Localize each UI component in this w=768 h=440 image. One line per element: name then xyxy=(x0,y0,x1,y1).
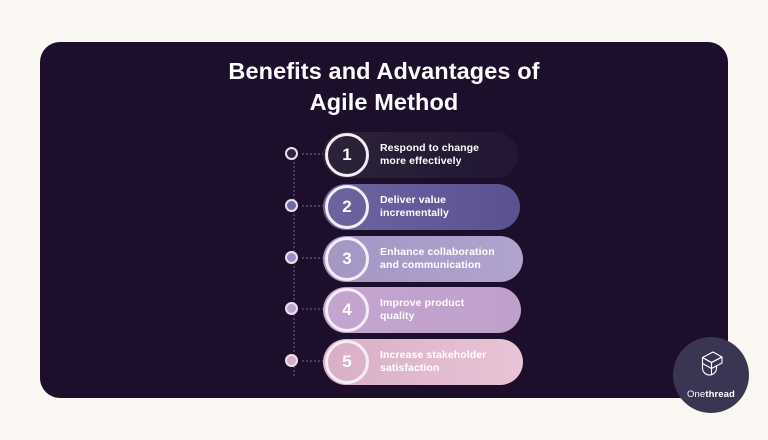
benefit-label: Respond to change more effectively xyxy=(380,132,479,178)
timeline-dot xyxy=(285,302,298,315)
benefit-number: 2 xyxy=(325,185,369,229)
benefit-label-line-1: Deliver value xyxy=(380,193,447,206)
benefit-label-line-2: quality xyxy=(380,310,415,322)
logo-word-one: One xyxy=(687,389,706,400)
timeline-spine xyxy=(293,154,295,376)
benefit-label-line-2: more effectively xyxy=(380,155,462,167)
timeline-dot xyxy=(285,147,298,160)
timeline-dot xyxy=(285,251,298,264)
benefit-label-line-2: satisfaction xyxy=(380,362,440,374)
timeline-connector xyxy=(302,360,324,362)
benefit-label: Improve product quality xyxy=(380,287,464,333)
logo-word-thread: thread xyxy=(705,389,735,400)
logo-wordmark: Onethread xyxy=(687,389,735,400)
benefit-label: Deliver value incrementally xyxy=(380,184,449,230)
page-title: Benefits and Advantages of Agile Method xyxy=(40,56,728,118)
benefit-label-line-2: incrementally xyxy=(380,207,449,219)
timeline-connector xyxy=(302,308,324,310)
benefit-number: 5 xyxy=(325,340,369,384)
benefit-label-line-1: Increase stakeholder xyxy=(380,348,487,361)
benefit-label-line-1: Respond to change xyxy=(380,141,480,154)
timeline-connector xyxy=(302,153,324,155)
benefit-label: Increase stakeholder satisfaction xyxy=(380,339,486,385)
benefit-label-line-1: Improve product xyxy=(380,296,465,309)
timeline-connector xyxy=(302,257,324,259)
benefit-number: 3 xyxy=(325,237,369,281)
benefit-label: Enhance collaboration and communication xyxy=(380,236,495,282)
benefit-number: 4 xyxy=(325,288,369,332)
content-panel: Benefits and Advantages of Agile Method … xyxy=(40,42,728,398)
page-title-line-2: Agile Method xyxy=(309,89,459,115)
timeline-dot xyxy=(285,354,298,367)
timeline-connector xyxy=(302,205,324,207)
timeline-dot xyxy=(285,199,298,212)
page-title-line-1: Benefits and Advantages of xyxy=(228,58,540,84)
onethread-logo[interactable]: Onethread xyxy=(673,337,749,413)
benefit-number: 1 xyxy=(325,133,369,177)
benefit-label-line-2: and communication xyxy=(380,259,481,271)
benefit-label-line-1: Enhance collaboration xyxy=(380,245,495,258)
benefits-list: 1 Respond to change more effectively 2 D… xyxy=(40,132,728,398)
thread-spool-icon xyxy=(696,350,726,387)
